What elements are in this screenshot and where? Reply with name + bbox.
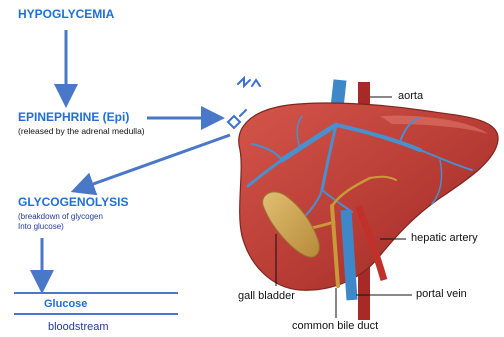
arrow-liver-to-glycogenolysis [82,135,230,188]
gall-bladder-label: gall bladder [238,290,295,302]
common-bile-duct-label: common bile duct [292,320,378,332]
hepatic-artery-label: hepatic artery [411,232,478,244]
liver-illustration [239,80,498,320]
portal-vein-vessel [346,210,352,300]
aorta-label: aorta [398,90,423,102]
portal-vein-label: portal vein [416,288,467,300]
